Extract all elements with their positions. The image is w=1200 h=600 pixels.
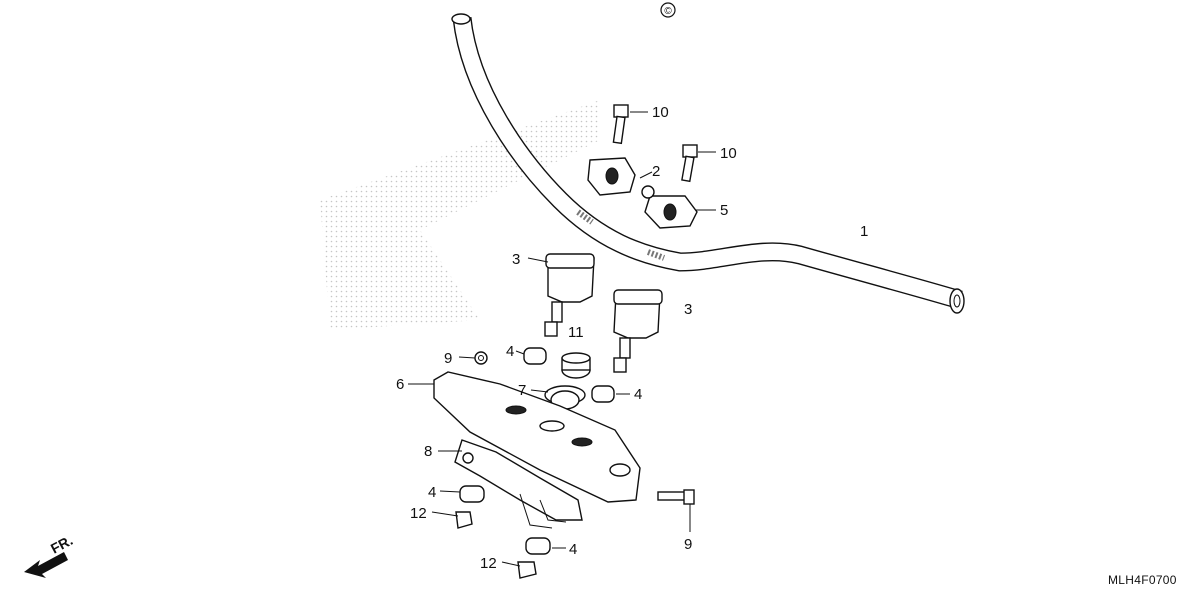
callout-1: 1 — [860, 223, 868, 240]
copyright-symbol: © — [664, 6, 672, 17]
top-bridge-6 — [433, 371, 641, 503]
diagram-code: MLH4F0700 — [1108, 573, 1177, 587]
upper-holder-5 — [641, 185, 698, 229]
upper-holder-2 — [587, 157, 636, 196]
callout-4-a: 4 — [506, 343, 514, 360]
callout-12-b: 12 — [480, 555, 497, 572]
cushion-4c — [459, 485, 485, 503]
handlebar — [451, 13, 965, 314]
front-label: FR. — [48, 532, 75, 557]
bolt-10-left — [612, 104, 629, 145]
bracket-8 — [454, 439, 583, 529]
nut-12a — [455, 511, 473, 529]
copyright-mark: © — [660, 2, 676, 18]
callout-4-c: 4 — [428, 484, 436, 501]
callout-7: 7 — [518, 382, 526, 399]
riser-3-left — [544, 253, 595, 337]
nut-11 — [561, 352, 591, 379]
callout-2: 2 — [652, 163, 660, 180]
callout-9-bolt: 9 — [684, 536, 692, 553]
washer-7 — [544, 385, 586, 410]
callout-10-left: 10 — [652, 104, 669, 121]
callout-6: 6 — [396, 376, 404, 393]
cushion-4a — [523, 347, 547, 365]
callout-12-a: 12 — [410, 505, 427, 522]
cushion-4d — [525, 537, 551, 555]
callout-4-d: 4 — [569, 541, 577, 558]
leader-lines — [408, 111, 716, 567]
cushion-4b — [591, 385, 615, 403]
bolt-9 — [657, 489, 695, 505]
callout-3-left: 3 — [512, 251, 520, 268]
callouts: 1 2 3 3 4 4 4 4 5 6 7 8 9 9 10 10 11 12 … — [396, 104, 868, 572]
callout-9-washer: 9 — [444, 350, 452, 367]
callout-4-b: 4 — [634, 386, 642, 403]
callout-11: 11 — [568, 324, 584, 341]
callout-3-right: 3 — [684, 301, 692, 318]
callout-8: 8 — [424, 443, 432, 460]
riser-3-right — [613, 289, 663, 373]
bolt-10-right — [681, 144, 698, 183]
washer-9 — [474, 351, 488, 365]
callout-10-right: 10 — [720, 145, 737, 162]
nut-12b — [517, 561, 537, 579]
callout-5: 5 — [720, 202, 728, 219]
front-direction-indicator: FR. — [24, 532, 75, 578]
